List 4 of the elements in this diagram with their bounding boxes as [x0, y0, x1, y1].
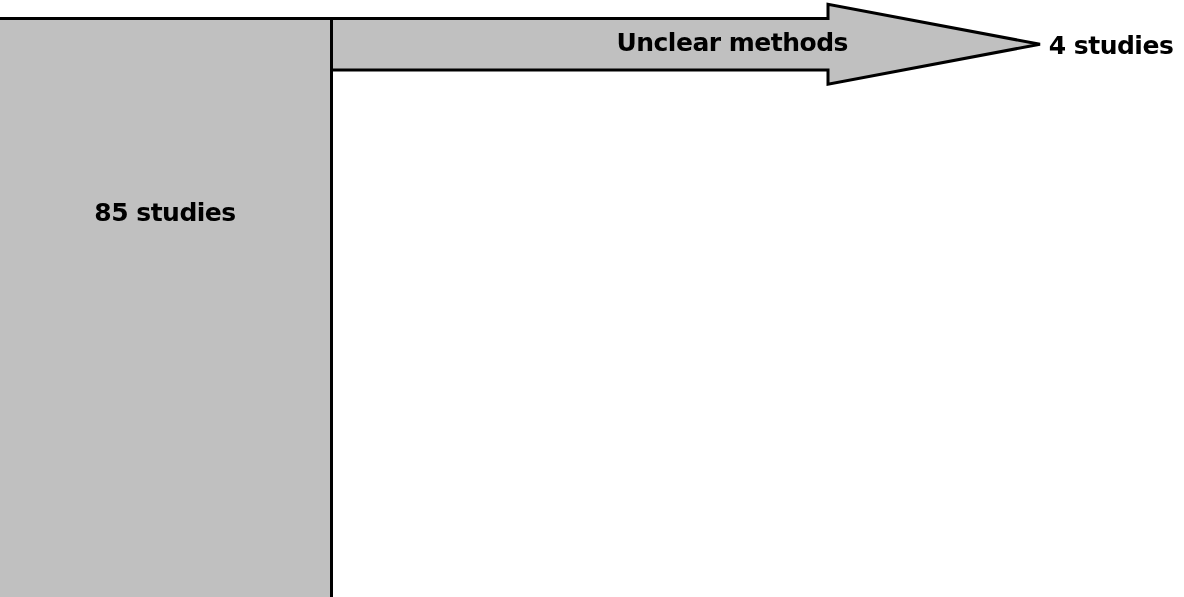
count-label: 85 studies — [94, 197, 236, 227]
edge-label: Unclear methods — [616, 28, 848, 58]
flow-block — [0, 17, 333, 597]
count-label: 4 studies — [1048, 30, 1174, 60]
